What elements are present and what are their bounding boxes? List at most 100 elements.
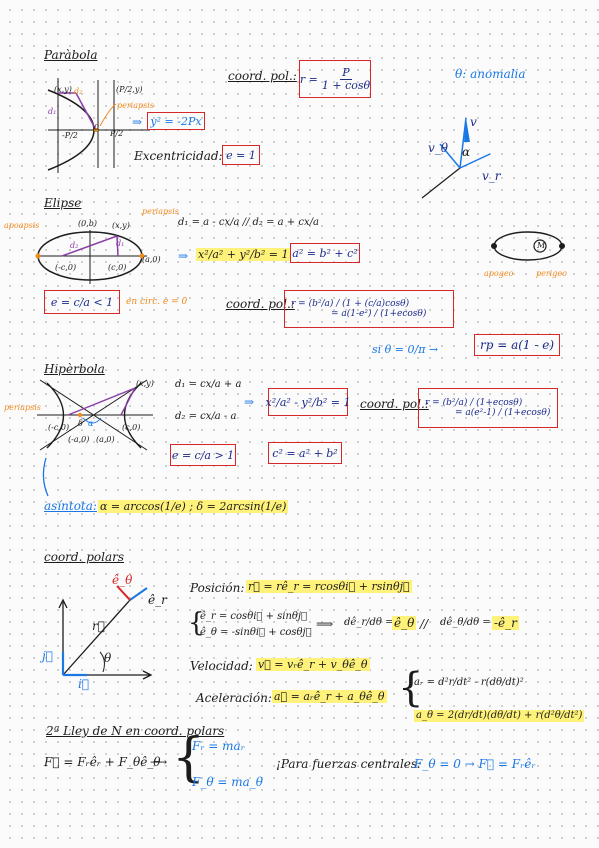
- hiperbola-coord-pol-label: coord. pol.:: [360, 397, 429, 411]
- newton-arrow: ⟶: [150, 755, 168, 769]
- hiperbola-eq1-box: x²/a² - y²/b² = 1: [266, 388, 351, 416]
- hiperbola-ecc-box: e = c/a > 1: [170, 444, 236, 466]
- hiperbola-periapsis: periapsis: [4, 403, 41, 412]
- hiperbola-point-a0: (a,0): [96, 435, 115, 444]
- elipse-apogeo: apogeo: [484, 269, 514, 278]
- parabola-equation-box: y² = -2Px: [147, 112, 205, 130]
- elipse-coord-pol-label: coord. pol.:: [226, 297, 295, 311]
- parabola-title: Paràbola: [44, 48, 98, 62]
- asintota-pointer: [42, 457, 49, 497]
- parabola-ecc-label: Excentricidad:: [134, 149, 223, 163]
- hiperbola-arrow: ⇒: [244, 395, 255, 409]
- hiperbola-title: Hipèrbola: [44, 362, 105, 376]
- polar-deriv2-b: -ê_r: [492, 616, 519, 630]
- hiperbola-r1: r = (b²/a) / (1+ecosθ): [425, 398, 523, 408]
- polar-acc-eq: a⃗ = aᵣê_r + a_θê_θ: [272, 690, 387, 703]
- velocity-alpha-label: α: [462, 145, 471, 159]
- polar-deriv-sep: //: [420, 617, 429, 631]
- polar-i: i⃗: [78, 677, 90, 691]
- newton-ftheta: F_θ = ma_θ: [192, 775, 263, 789]
- elipse-polar-box: r = (b²/a) / (1 + (c/a)cosθ) = a(1-e²) /…: [284, 290, 454, 328]
- parabola-arrow: ⇒: [132, 115, 143, 129]
- polar-vel-eq: v⃗ = vᵣê_r + v_θê_θ: [256, 658, 370, 671]
- parabola-point-xy: (x,y): [54, 85, 72, 94]
- velocity-vr-label: v_r: [482, 169, 501, 183]
- polar-etheta: ê_θ: [112, 573, 133, 587]
- hiperbola-alpha: α: [88, 419, 94, 428]
- parabola-anomalia: θ: anomalia: [455, 67, 526, 81]
- newton-brace: {: [172, 728, 206, 788]
- elipse-apoapsis: apoapsis: [4, 221, 40, 230]
- parabola-r-den: 1 + cosθ: [321, 78, 371, 92]
- elipse-d2: d₂: [70, 241, 79, 250]
- polar-vel-label: Velocidad:: [190, 659, 253, 673]
- velocity-vtheta-label: v_θ: [428, 141, 449, 155]
- polar-atheta-eq: a_θ = 2(dr/dt)(dθ/dt) + r(d²θ/dt²): [414, 710, 585, 722]
- newton-central-eq: F_θ = 0 → F⃗ = Fᵣêᵣ: [414, 757, 536, 771]
- polar-deriv2-a: dê_θ/dθ =: [440, 617, 491, 628]
- polar-acc-label: Aceleración:: [196, 691, 272, 705]
- parabola-coord-pol-label: coord. pol.:: [228, 69, 297, 83]
- polar-basis1: ê_r = cosθi⃗ + sinθj⃗: [200, 611, 308, 622]
- hiperbola-asintota-label: asíntota:: [44, 499, 97, 513]
- newton-fr: Fᵣ = maᵣ: [192, 739, 245, 753]
- elipse-distances: d₁ = a - cx/a // d₂ = a + cx/a: [178, 217, 319, 228]
- hiperbola-d2-eq: d₂ = cx/a - a: [175, 411, 237, 422]
- hiperbola-diagram: [37, 379, 153, 451]
- parabola-d2-label: d₂: [74, 87, 83, 96]
- polar-theta: θ: [104, 651, 112, 665]
- elipse-point-mc0: (-c,0): [55, 263, 77, 272]
- polar-er: ê_r: [148, 593, 167, 607]
- hiperbola-d1-eq: d₁ = cx/a + a: [175, 379, 242, 390]
- polar-r-vec: r⃗: [92, 619, 105, 633]
- hiperbola-delta: δ: [78, 419, 83, 428]
- parabola-ecc-box: e = 1: [222, 145, 260, 165]
- parabola-d1-label: d₁: [48, 107, 57, 116]
- elipse-si-note: si θ = 0/π →: [372, 343, 439, 356]
- newton-force-eq: F⃗ = Fᵣêᵣ + F_θê_θ: [44, 755, 161, 769]
- polar-pos-eq: r⃗ = rê_r = rcosθi⃗ + rsinθj⃗: [246, 580, 412, 593]
- parabola-point-p2y: (P/2,y): [116, 85, 143, 94]
- elipse-point-a0: (a,0): [142, 255, 161, 264]
- hiperbola-eq2-box: c² = a² + b²: [268, 442, 342, 464]
- elipse-title: Elipse: [44, 196, 82, 210]
- hiperbola-point-c0: (c,0): [122, 423, 141, 432]
- velocity-vector-diagram: [421, 117, 491, 199]
- velocity-v-label: v: [470, 115, 477, 129]
- polar-j: j⃗: [42, 649, 53, 663]
- polar-deriv1-b: ê_θ: [392, 616, 417, 630]
- polar-title: coord. polars: [44, 550, 125, 564]
- elipse-orbit-mass: M: [537, 241, 546, 250]
- hiperbola-point-xy: (x,y): [136, 379, 154, 388]
- polar-acc-brace: {: [398, 665, 424, 711]
- elipse-r2: = a(1-e²) / (1+ecosθ): [331, 309, 427, 319]
- elipse-periapsis: periapsis: [142, 207, 179, 216]
- hiperbola-asintota-eq: α = arccos(1/e) ; δ = 2arcsin(1/e): [98, 500, 289, 513]
- parabola-p2: P/2: [110, 129, 124, 138]
- polar-basis2: ê_θ = -sinθi⃗ + cosθj⃗: [200, 627, 312, 638]
- elipse-point-xy: (x,y): [112, 221, 130, 230]
- elipse-ecc-box: e = c/a < 1: [44, 290, 120, 314]
- elipse-diagram: [35, 230, 147, 284]
- hiperbola-polar-box: r = (b²/a) / (1+ecosθ) = a(e²-1) / (1+ec…: [418, 388, 558, 428]
- elipse-arrow: ⇒: [178, 249, 189, 263]
- polar-pos-label: Posición:: [190, 581, 245, 595]
- polar-basis-brace: {: [188, 608, 205, 638]
- hiperbola-point-ma0: (-a,0): [68, 435, 90, 444]
- elipse-perigeo: perigeo: [536, 269, 567, 278]
- elipse-rp-box: rp = a(1 - e): [474, 334, 560, 356]
- polar-ar-eq: aᵣ = d²r/dt² - r(dθ/dt)²: [414, 677, 524, 688]
- elipse-point-c0: (c,0): [108, 263, 127, 272]
- newton-title: 2ª Lley de N en coord. polars: [46, 724, 225, 738]
- elipse-eq1: x²/a² + y²/b² = 1: [196, 248, 291, 261]
- elipse-eq2-box: a² = b² + c²: [290, 243, 360, 263]
- parabola-zero: 0: [94, 123, 100, 132]
- newton-central-label: ¡Para fuerzas centrales:: [276, 757, 422, 771]
- parabola-periapsis-label: periapsis: [117, 101, 154, 110]
- elipse-circ-note: en circ. e = 0: [126, 297, 188, 307]
- polar-deriv1-a: dê_r/dθ =: [344, 617, 394, 628]
- hiperbola-r2: = a(e²-1) / (1+ecosθ): [455, 408, 551, 418]
- polar-diagram: [58, 585, 153, 680]
- elipse-d1: d₁: [116, 239, 125, 248]
